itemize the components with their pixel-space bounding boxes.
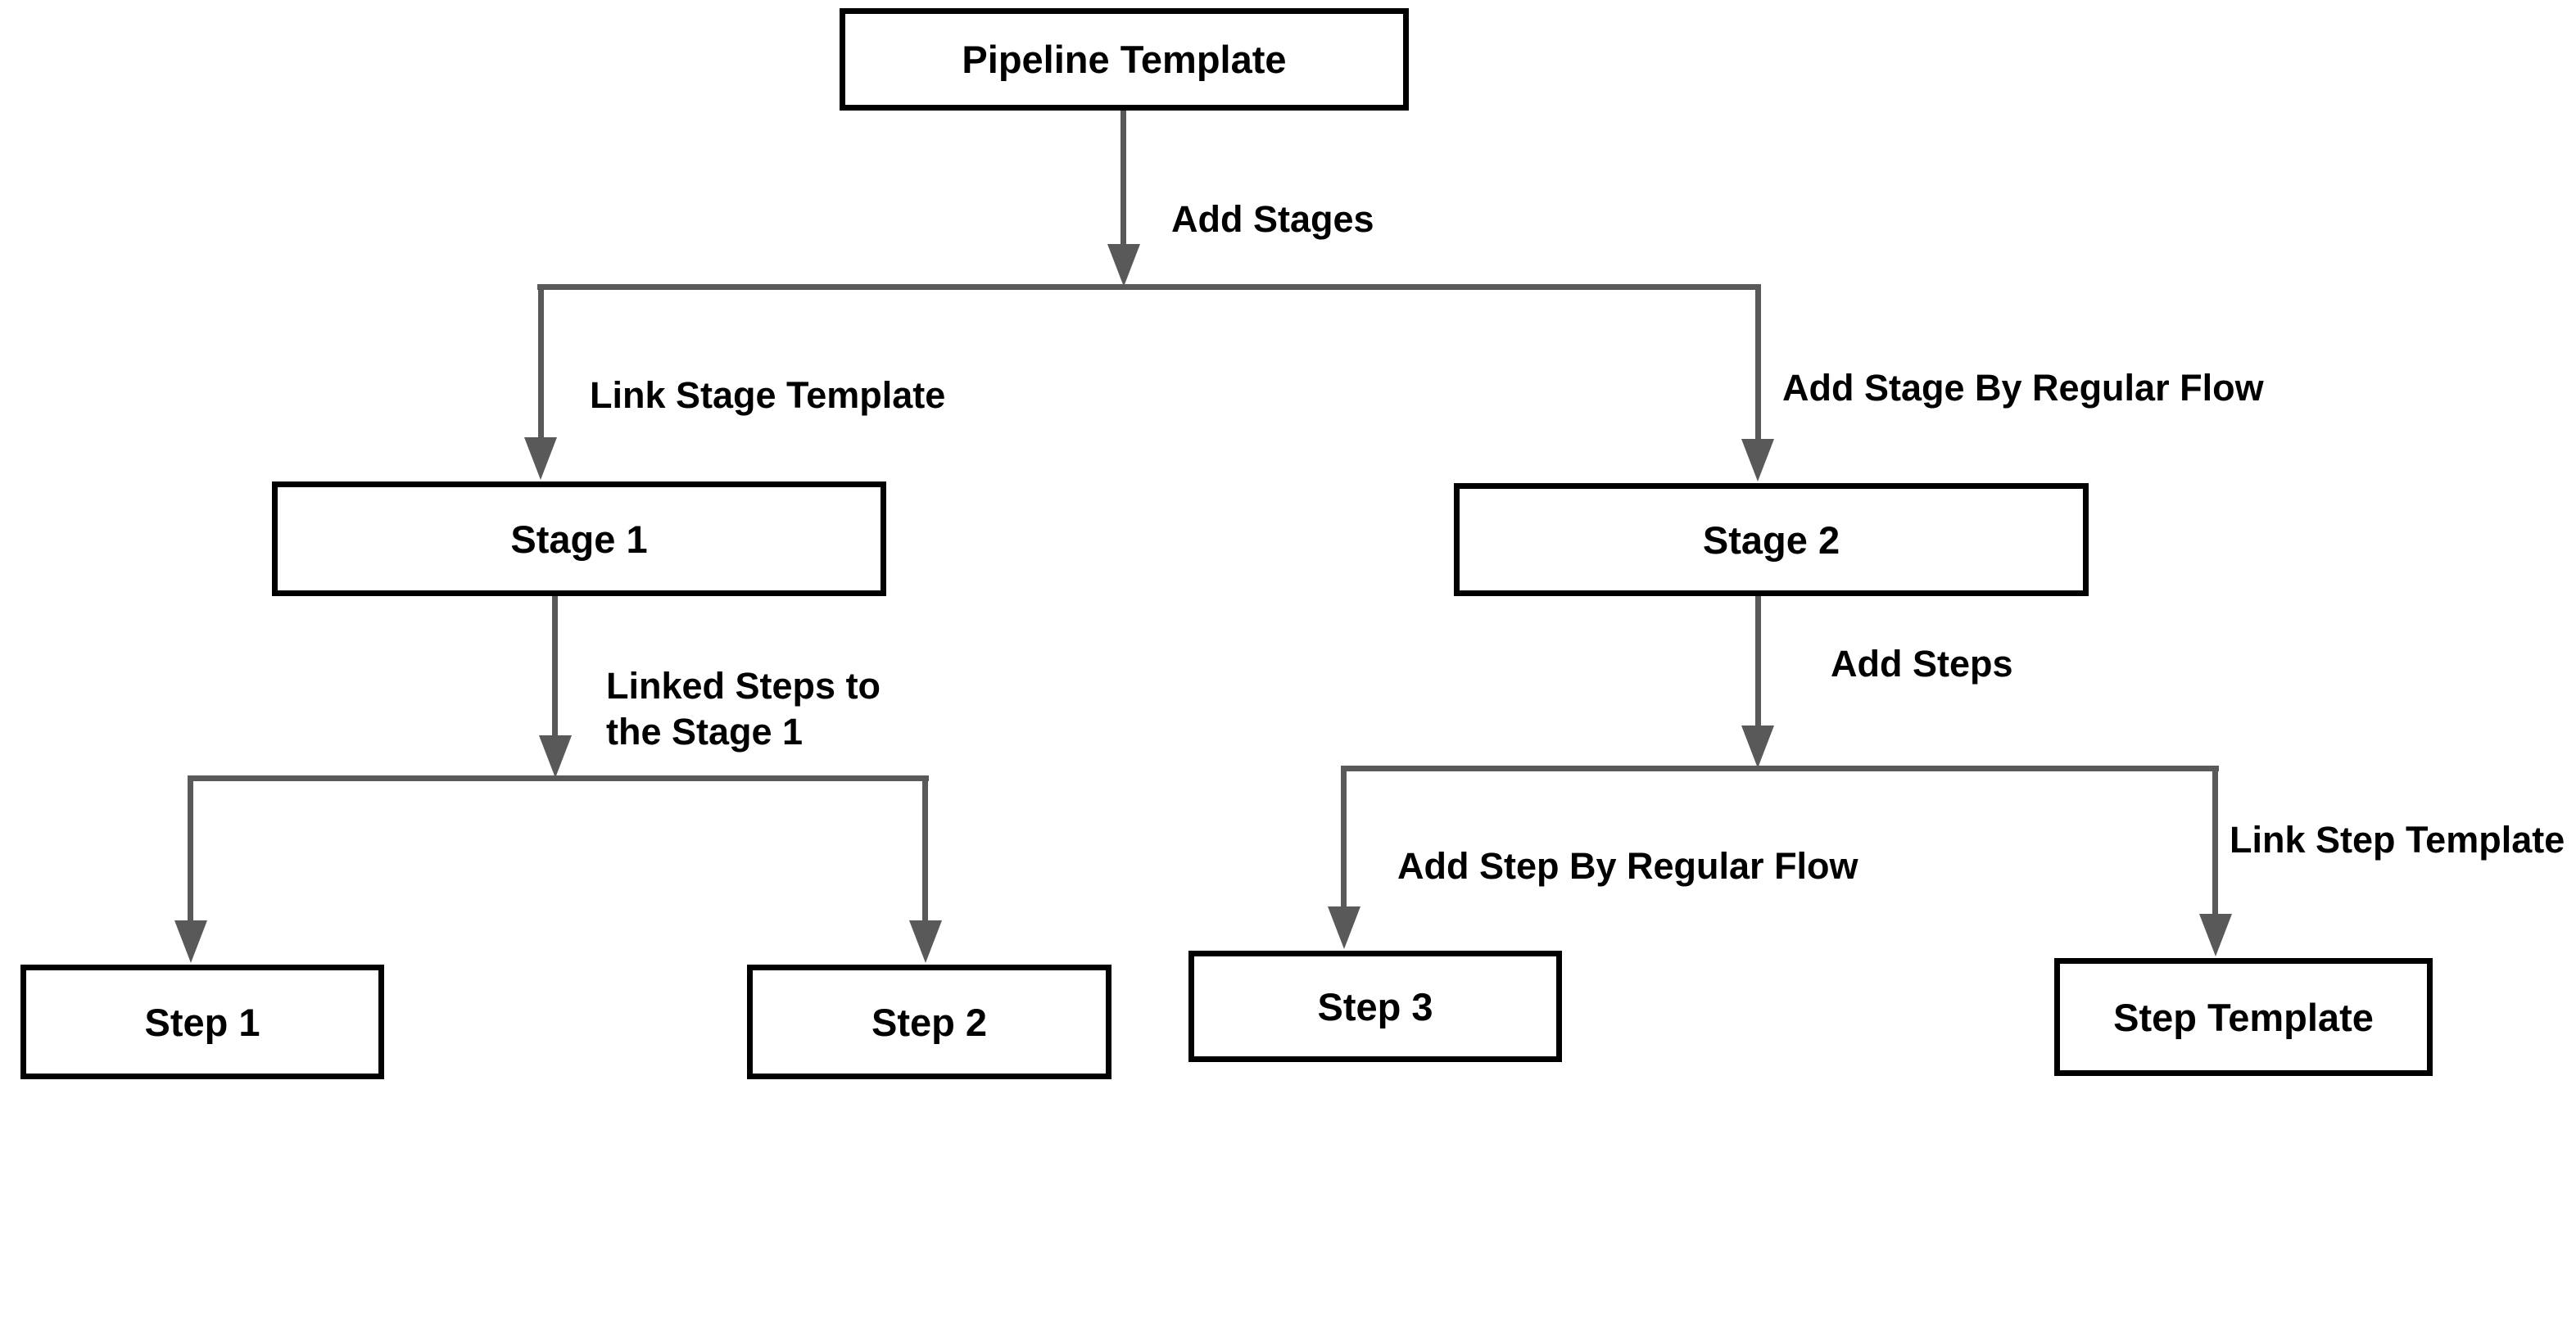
edge-stage-1-to-steps-line — [552, 594, 558, 737]
edge-to-step-1-arrowhead-icon — [174, 920, 207, 963]
edge-stage-1-to-steps-arrowhead-icon — [539, 735, 572, 778]
edge-pipeline-to-stages-line — [1120, 109, 1126, 246]
edge-stage-2-to-steps-line — [1755, 594, 1761, 727]
edge-to-stage-1-arrowhead-icon — [524, 437, 557, 480]
node-step-1: Step 1 — [20, 965, 384, 1079]
edge-to-step-3-line — [1341, 766, 1347, 909]
edge-to-stage-2-line — [1755, 284, 1761, 441]
node-stage-1: Stage 1 — [272, 481, 886, 596]
stage-2-steps-split-line — [1341, 766, 2219, 771]
edge-label-add-stage-by-regular-flow: Add Stage By Regular Flow — [1782, 367, 2264, 409]
node-stage-2: Stage 2 — [1454, 483, 2089, 596]
node-step-2: Step 2 — [747, 965, 1111, 1079]
edge-pipeline-to-stages-arrowhead-icon — [1107, 244, 1140, 287]
edge-to-step-3-arrowhead-icon — [1328, 906, 1360, 949]
node-stage-2-label: Stage 2 — [1702, 518, 1840, 562]
node-step-template: Step Template — [2054, 958, 2433, 1076]
edge-to-step-2-arrowhead-icon — [909, 920, 942, 963]
edge-label-linked-steps-to-stage-1: Linked Steps to the Stage 1 — [606, 665, 881, 753]
edge-stage-2-to-steps-arrowhead-icon — [1741, 726, 1774, 768]
edge-label-add-steps: Add Steps — [1831, 643, 2013, 685]
node-step-template-label: Step Template — [2113, 995, 2374, 1039]
edge-to-stage-2-arrowhead-icon — [1741, 439, 1774, 481]
node-stage-1-label: Stage 1 — [510, 517, 648, 561]
edge-to-stage-1-line — [538, 284, 544, 440]
edge-to-step-template-arrowhead-icon — [2199, 914, 2232, 956]
node-step-1-label: Step 1 — [144, 1000, 260, 1044]
node-step-3: Step 3 — [1188, 951, 1562, 1062]
node-pipeline-template: Pipeline Template — [840, 8, 1409, 111]
node-step-3-label: Step 3 — [1317, 984, 1433, 1028]
edge-label-link-stage-template: Link Stage Template — [590, 374, 946, 416]
edge-label-add-stages: Add Stages — [1171, 198, 1374, 240]
edge-label-link-step-template: Link Step Template — [2230, 819, 2565, 861]
edge-to-step-1-line — [188, 775, 193, 923]
edge-label-add-step-by-regular-flow: Add Step By Regular Flow — [1397, 845, 1858, 887]
edge-to-step-template-line — [2212, 766, 2218, 916]
stage-1-steps-split-line — [188, 775, 929, 781]
node-step-2-label: Step 2 — [871, 1000, 988, 1044]
edge-to-step-2-line — [922, 775, 928, 923]
node-pipeline-template-label: Pipeline Template — [962, 38, 1287, 81]
stages-split-line — [537, 284, 1761, 290]
